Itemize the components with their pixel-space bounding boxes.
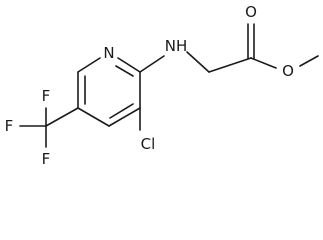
bond-c4-c5 [77, 107, 110, 127]
bond-nh-ch2 [186, 51, 210, 73]
atom-ester-oxygen: O [282, 62, 294, 80]
atom-carbonyl-oxygen: O [245, 3, 257, 21]
bond-ester-o-methyl [299, 55, 319, 67]
chemical-structure: N NH O O Cl F F F [5, 3, 319, 168]
bond-c3-c4 [108, 107, 141, 127]
bond-c6-n1 [77, 57, 101, 73]
atom-fluorine-left: F [5, 117, 14, 135]
bonds [19, 23, 319, 148]
bond-c5-cf3 [45, 107, 79, 127]
bond-n1-c2 [117, 57, 141, 73]
bond-c2-n1-inner [115, 65, 134, 77]
bond-carbonyl-ester-o [250, 57, 277, 69]
bond-c2-nh [139, 55, 165, 73]
bond-ch2-carbonyl [208, 57, 252, 73]
atom-ring-nitrogen: N [103, 44, 114, 62]
atom-fluorine-bottom: F [42, 150, 51, 168]
atom-amine: NH [165, 37, 188, 55]
atom-labels: N NH O O Cl F F F [5, 3, 294, 168]
atom-chlorine: Cl [141, 135, 156, 153]
bond-c4-c4-inner [109, 103, 134, 119]
atom-fluorine-top: F [42, 87, 51, 105]
